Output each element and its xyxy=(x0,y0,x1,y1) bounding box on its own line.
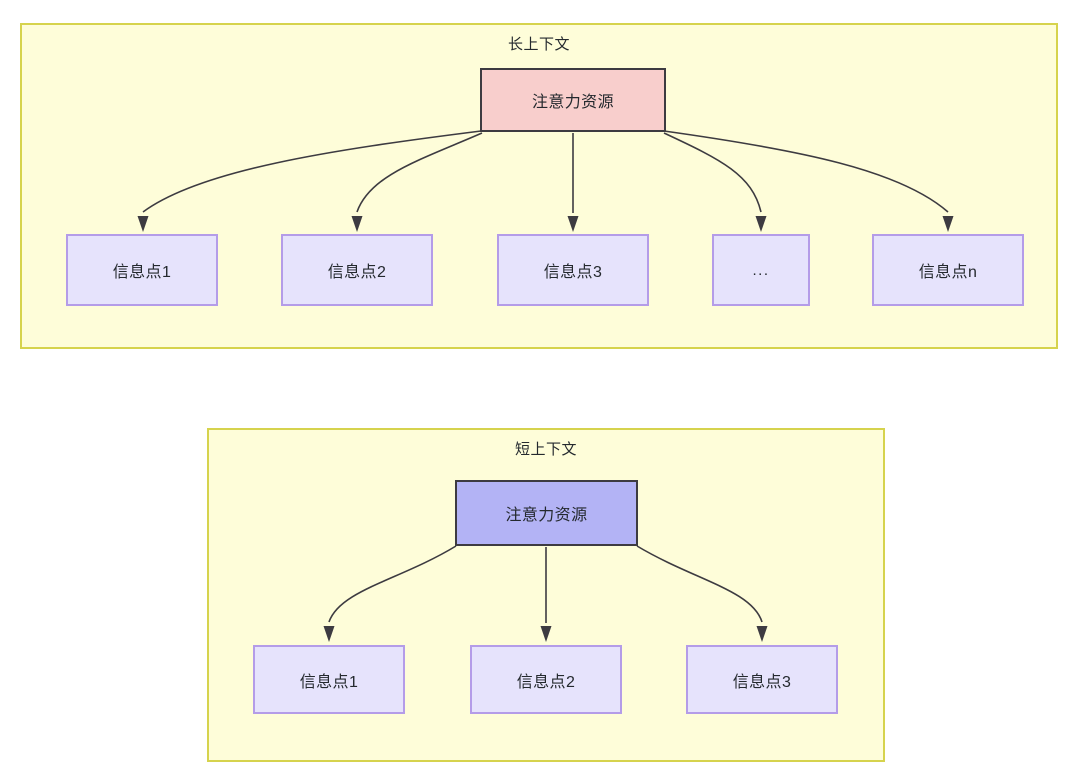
node-info-point-1-long-label: 信息点1 xyxy=(112,264,172,281)
node-info-point-2-long[interactable]: 信息点2 xyxy=(281,234,433,306)
node-info-point-3-short-label: 信息点3 xyxy=(732,673,792,691)
node-info-point-2-short[interactable]: 信息点2 xyxy=(470,645,622,714)
node-info-point-2-long-label: 信息点2 xyxy=(327,264,387,281)
node-info-point-ellipsis-long-label: ... xyxy=(752,261,770,279)
node-attention-resource-long[interactable]: 注意力资源 xyxy=(480,68,666,132)
panel-long-context-title: 长上下文 xyxy=(507,36,570,53)
node-info-point-ellipsis-long[interactable]: ... xyxy=(712,234,810,306)
node-info-point-1-long[interactable]: 信息点1 xyxy=(66,234,218,306)
node-info-point-3-long-label: 信息点3 xyxy=(543,264,603,281)
node-info-point-3-long[interactable]: 信息点3 xyxy=(497,234,649,306)
node-attention-resource-long-label: 注意力资源 xyxy=(531,94,614,111)
node-info-point-n-long-label: 信息点n xyxy=(918,264,978,281)
node-info-point-2-short-label: 信息点2 xyxy=(516,673,576,691)
panel-short-context-title: 短上下文 xyxy=(514,441,577,458)
node-info-point-1-short-label: 信息点1 xyxy=(299,673,359,691)
node-info-point-3-short[interactable]: 信息点3 xyxy=(686,645,838,714)
node-attention-resource-short[interactable]: 注意力资源 xyxy=(455,480,638,546)
node-info-point-1-short[interactable]: 信息点1 xyxy=(253,645,405,714)
node-attention-resource-short-label: 注意力资源 xyxy=(505,507,588,524)
node-info-point-n-long[interactable]: 信息点n xyxy=(872,234,1024,306)
